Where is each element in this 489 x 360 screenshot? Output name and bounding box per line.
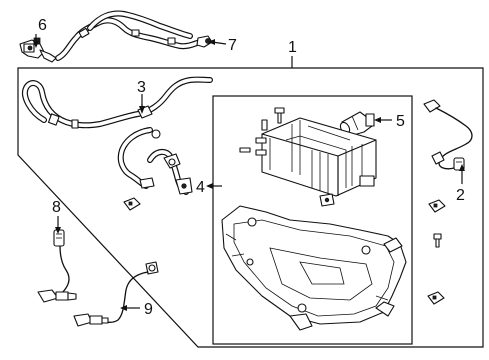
bolt-right [433, 233, 442, 248]
callout-8: 8 [52, 199, 61, 216]
leader-arrowheads [33, 39, 465, 311]
callout-3: 3 [137, 79, 146, 96]
callout-5: 5 [396, 113, 405, 130]
clip-left [123, 197, 141, 211]
callout-9: 9 [144, 301, 153, 318]
canister-box [212, 95, 413, 345]
purge-hose [147, 148, 193, 195]
canister-bolt [274, 107, 285, 124]
clip-right-upper [428, 199, 446, 213]
callout-6: 6 [38, 17, 47, 34]
clip-right-lower [427, 291, 445, 305]
callout-2: 2 [456, 187, 465, 204]
callout-7: 7 [228, 37, 237, 54]
fuel-line-assembly [55, 10, 213, 61]
callout-1: 1 [288, 39, 297, 56]
vent-hose [22, 76, 213, 189]
assembly-frame [17, 67, 484, 348]
oxygen-sensor-right [423, 99, 473, 171]
canister-tray [221, 205, 407, 331]
charcoal-canister [239, 117, 377, 207]
oxygen-sensor-upstream [37, 229, 77, 303]
callout-4: 4 [196, 179, 205, 196]
